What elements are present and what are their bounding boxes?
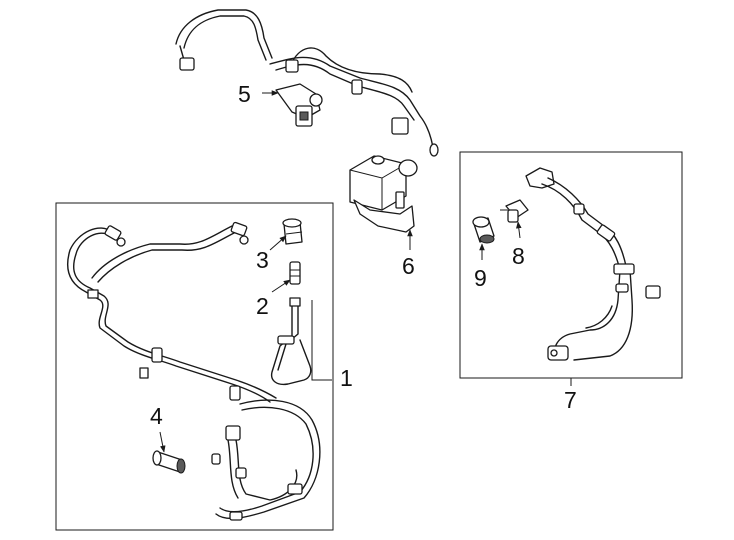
part-8-fitting [500, 199, 529, 223]
callout-9: 9 [474, 265, 487, 291]
callout-3: 3 [256, 247, 269, 273]
callout-5: 5 [238, 81, 251, 107]
callout-2: 2 [256, 293, 269, 319]
part-4-sensor [152, 450, 186, 474]
part-2-valve [289, 261, 301, 285]
part-3-cap [282, 218, 303, 245]
group-7-frame [459, 151, 683, 379]
callout-8: 8 [512, 243, 525, 269]
group-1-frame [55, 202, 334, 531]
part-6-receiver [349, 155, 418, 233]
callout-7: 7 [564, 387, 577, 413]
part-9-cap [472, 216, 495, 244]
hose-assembly-7 [525, 167, 661, 361]
callout-4: 4 [150, 403, 163, 429]
hose-assembly-5 [175, 9, 439, 157]
callout-1: 1 [340, 365, 353, 391]
callout-6: 6 [402, 253, 415, 279]
hose-assembly-1 [67, 221, 321, 521]
